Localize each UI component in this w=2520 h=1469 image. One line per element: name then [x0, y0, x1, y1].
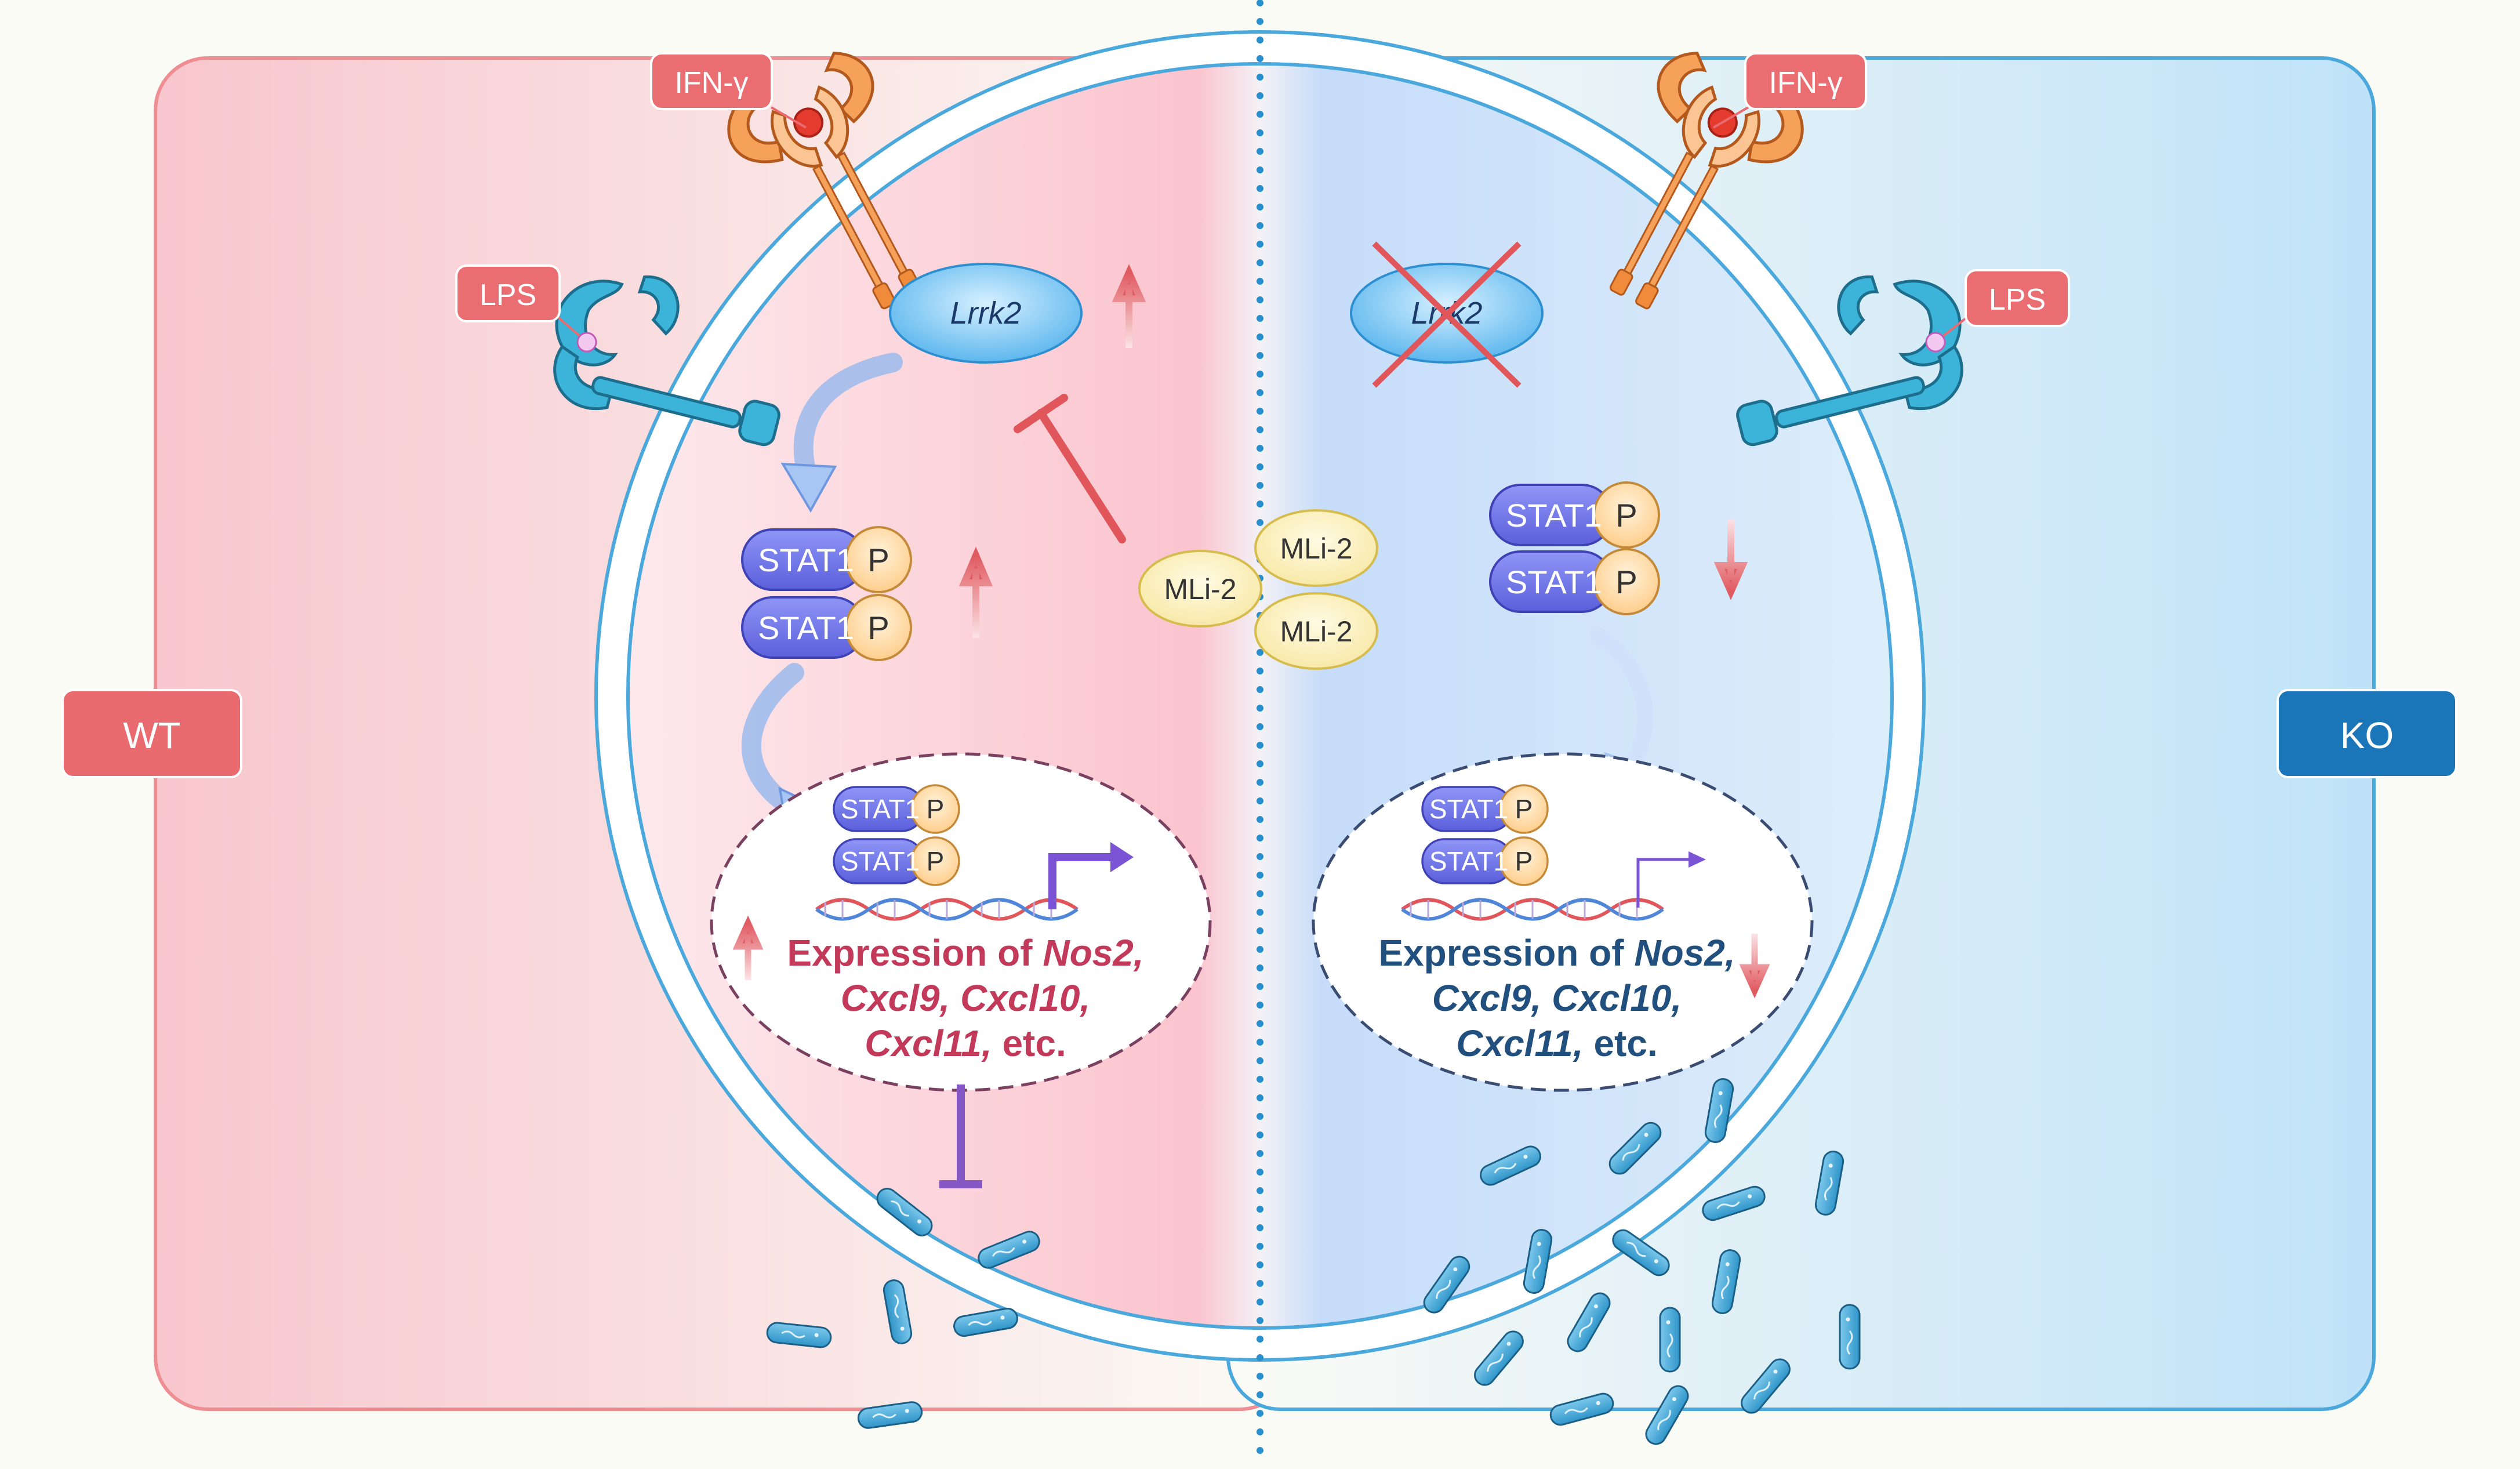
arrow-lrrk2-to-stat1 [780, 353, 903, 513]
cell [594, 30, 1926, 1362]
up-arrow-lrrk2 [1112, 264, 1146, 348]
ifn-gamma-tag-right: IFN-γ [1712, 52, 1867, 129]
expression-text-left-line1: Expression of Nos2, [787, 932, 1143, 974]
stat1-label: STAT1 [1506, 497, 1602, 534]
p-label: P [867, 542, 889, 578]
inhibition-bar-bacteria [939, 1084, 982, 1188]
expression-text-right-line3: Cxcl11, etc. [1456, 1022, 1657, 1064]
p-label: P [1515, 794, 1533, 824]
bacterium-icon [1659, 1307, 1681, 1373]
knockout-cross-icon [1372, 241, 1522, 388]
nucleus-left: STAT1 P STAT1 P Expression of Nos2, Cxcl… [710, 752, 1212, 1092]
stat1-label: STAT1 [758, 610, 854, 646]
nucleus-right: STAT1 P STAT1 P Expression of Nos2, Cxcl… [1312, 752, 1814, 1092]
lps-label-left: LPS [480, 278, 536, 312]
ko-badge: KO [2276, 689, 2457, 778]
up-arrow-stat1 [958, 546, 993, 638]
mli2-label-3: MLi-2 [1280, 615, 1352, 648]
expression-text-left-line2: Cxcl9, Cxcl10, [841, 977, 1091, 1019]
down-arrow-stat1 [1713, 519, 1748, 600]
transcription-arrow-icon [1048, 842, 1134, 909]
lps-tag-right: LPS [1925, 269, 2070, 353]
stat1-label: STAT1 [758, 542, 854, 578]
mli2-label-1: MLi-2 [1164, 573, 1236, 605]
ifn-gamma-label-right: IFN-γ [1769, 66, 1842, 100]
ifn-gamma-label-left: IFN-γ [674, 66, 748, 100]
stat1-label: STAT1 [1429, 794, 1508, 824]
stat1-label: STAT1 [1506, 564, 1602, 600]
mli2-label-2: MLi-2 [1280, 532, 1352, 565]
p-label: P [1615, 497, 1637, 534]
expression-text-left-line3: Cxcl11, etc. [865, 1022, 1066, 1064]
p-label: P [1515, 846, 1533, 876]
p-label: P [1615, 564, 1637, 600]
ifn-gamma-tag-left: IFN-γ [650, 52, 807, 129]
bacterium-icon [1839, 1304, 1861, 1370]
up-arrow-expression [732, 915, 764, 980]
mli2-cluster: MLi-2 MLi-2 MLi-2 [1138, 509, 1378, 670]
stat1-label: STAT1 [841, 794, 920, 824]
p-label: P [867, 610, 889, 646]
lps-label-right: LPS [1989, 283, 2046, 317]
wt-badge: WT [61, 689, 242, 778]
wt-label: WT [123, 714, 181, 756]
lrrk2-label-left: Lrrk2 [950, 296, 1021, 331]
ko-label: KO [2340, 714, 2394, 756]
lps-tag-left: LPS [455, 264, 597, 353]
expression-text-right-line2: Cxcl9, Cxcl10, [1432, 977, 1682, 1019]
expression-text-right-line1: Expression of Nos2, [1378, 932, 1735, 974]
p-label: P [927, 794, 945, 824]
stat1-label: STAT1 [1429, 846, 1508, 876]
p-label: P [927, 846, 945, 876]
inhibition-arrow-mli2 [1014, 394, 1126, 543]
transcription-arrow-icon [1636, 851, 1706, 908]
lrrk2-left: Lrrk2 [889, 263, 1083, 364]
stat1-dimer-right: STAT1 P STAT1 P [1489, 481, 1660, 615]
stat1-label: STAT1 [841, 846, 920, 876]
down-arrow-expression [1739, 934, 1770, 999]
stat1-dimer-left: STAT1 P STAT1 P [741, 526, 912, 661]
